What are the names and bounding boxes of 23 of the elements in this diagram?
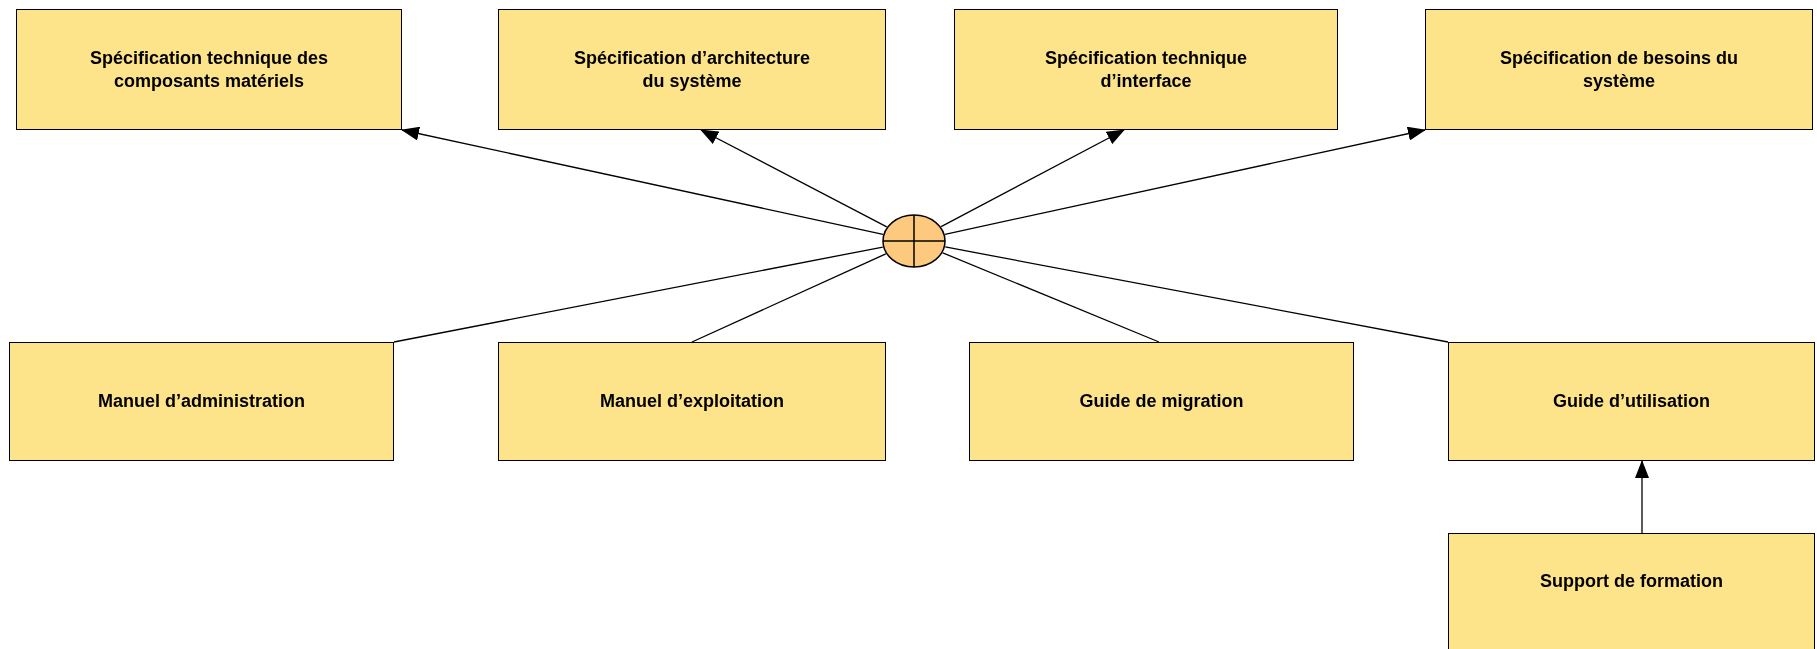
- document-box: [498, 342, 886, 461]
- box-label: Spécification technique des composants matériels: [88, 46, 330, 93]
- connector-arrow: [940, 129, 1125, 228]
- document-box: [969, 342, 1354, 461]
- connector-arrow: [1635, 460, 1649, 534]
- box-label: Guide de migration: [1079, 390, 1244, 413]
- box-label: Spécification de besoins du système: [1498, 46, 1739, 93]
- document-box: [16, 9, 402, 130]
- box-label: Manuel d’administration: [98, 390, 305, 413]
- document-box: [1448, 533, 1815, 649]
- box-label: Support de formation: [1540, 570, 1723, 593]
- box-label: Guide d’utilisation: [1553, 390, 1710, 413]
- box-label: Spécification d’architecture du système: [572, 46, 812, 93]
- document-box: [1425, 9, 1813, 130]
- connector-arrow: [401, 126, 884, 235]
- document-box: [9, 342, 394, 461]
- box-label: Spécification technique d’interface: [1043, 46, 1248, 93]
- box-label: Manuel d’exploitation: [600, 390, 784, 413]
- document-box: [1448, 342, 1815, 461]
- document-box: [498, 9, 886, 130]
- connector-arrow: [944, 126, 1426, 235]
- connector-arrow: [700, 129, 888, 228]
- document-box: [954, 9, 1338, 130]
